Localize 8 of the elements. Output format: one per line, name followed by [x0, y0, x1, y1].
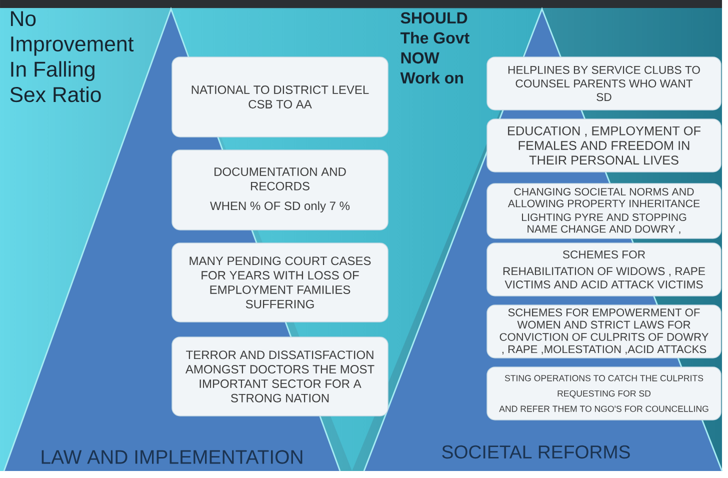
- heading: No Improvement In Falling Sex Ratio: [10, 11, 134, 102]
- text-box: MANY PENDING COURT CASES FOR YEARS WITH LOSS OF EMPLOYMENT FAMILIES SUFFERING: [172, 242, 388, 322]
- text-box: NATIONAL TO DISTRICT LEVEL CSB TO AA: [172, 56, 388, 138]
- text-box: HELPLINES BY SERVICE CLUBS TO COUNSEL PARENTS WHO WANT SD: [486, 56, 722, 110]
- text-box: DOCUMENTATION AND RECORDS WHEN % OF SD only 7 %: [172, 150, 388, 230]
- heading: SHOULD The Govt NOW Work on: [400, 12, 470, 84]
- text-box: EDUCATION , EMPLOYMENT OF FEMALES AND FREEDOM IN THEIR PERSONAL LIVES: [486, 118, 722, 172]
- text-box: TERROR AND DISSATISFACTION AMONGST DOCTORS THE MOST IMPORTANT SECTOR FOR A STRONG NATION: [172, 336, 388, 416]
